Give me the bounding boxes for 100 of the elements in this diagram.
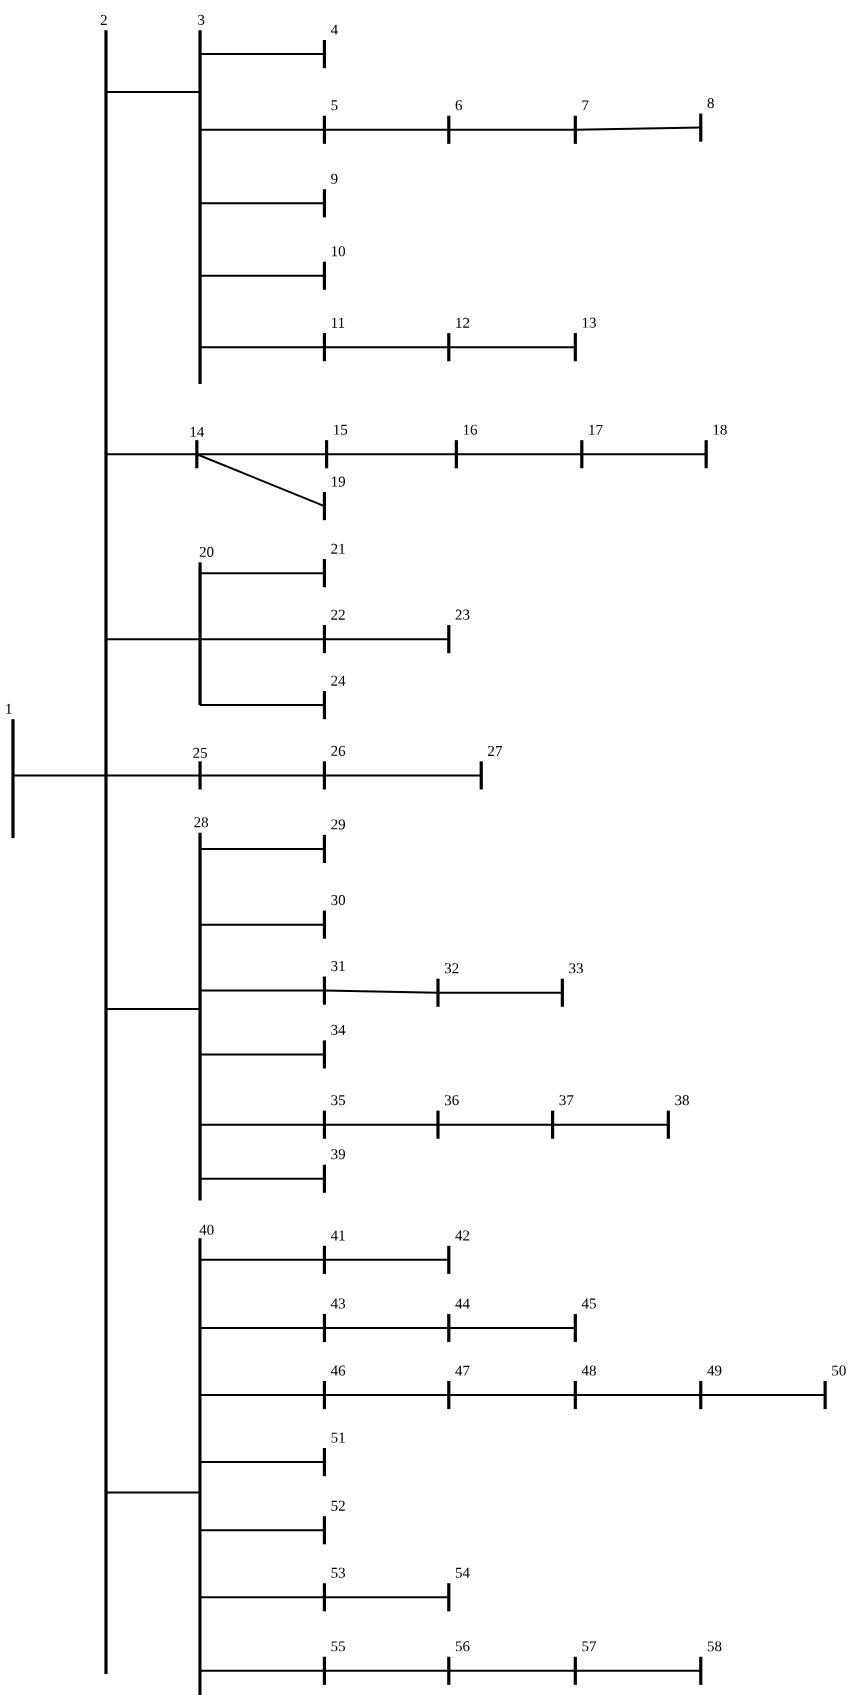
node-label: 42 — [455, 1230, 470, 1241]
node-label: 36 — [444, 1095, 459, 1106]
line — [105, 1491, 202, 1494]
line — [199, 1461, 326, 1464]
node-label: 3 — [198, 14, 205, 25]
bus-bar: 48 — [573, 1365, 596, 1410]
node-label: 38 — [675, 1095, 689, 1106]
node-label: 21 — [331, 543, 345, 554]
node-label: 58 — [707, 1641, 722, 1652]
node-label: 48 — [581, 1365, 596, 1376]
line — [199, 704, 326, 707]
line — [447, 1394, 577, 1397]
bus-bar: 37 — [551, 1095, 574, 1139]
bus-bar: 1 — [6, 703, 15, 839]
bus-bar: 13 — [573, 317, 596, 362]
line — [105, 453, 198, 456]
line — [195, 453, 328, 456]
line — [105, 90, 202, 93]
bus-bar: 8 — [699, 98, 714, 142]
line — [199, 774, 326, 777]
node-label: 25 — [193, 747, 207, 758]
node-label: 43 — [330, 1298, 346, 1309]
node-label: 11 — [331, 317, 345, 328]
line — [574, 1394, 702, 1397]
node-label: 51 — [331, 1432, 345, 1443]
bus-bar: 33 — [560, 963, 583, 1007]
bus-bar: 49 — [699, 1365, 722, 1410]
bus-bar: 7 — [573, 100, 589, 144]
node-label: 13 — [582, 317, 596, 328]
node-label: 34 — [331, 1024, 346, 1035]
line — [199, 1669, 326, 1672]
bus-bar: 36 — [436, 1095, 459, 1139]
bus-bar: 32 — [436, 963, 459, 1007]
bus-bar: 17 — [580, 424, 603, 469]
bus-bar: 44 — [447, 1298, 470, 1343]
node-label: 37 — [559, 1095, 574, 1106]
node-label: 55 — [331, 1641, 346, 1652]
line — [323, 989, 439, 994]
node-label: 16 — [463, 424, 478, 435]
line — [195, 453, 326, 508]
line — [199, 1394, 326, 1397]
line — [323, 774, 483, 777]
line — [105, 638, 202, 641]
node-label: 49 — [707, 1365, 722, 1376]
node-label: 52 — [331, 1500, 345, 1511]
bus-bar: 22 — [322, 609, 345, 654]
line — [580, 453, 708, 456]
node-label: 54 — [455, 1567, 470, 1578]
bus-bar: 3 — [198, 14, 205, 384]
line — [199, 572, 326, 575]
bus-bar: 20 — [198, 546, 214, 706]
line — [105, 774, 202, 777]
bus-bar: 15 — [325, 424, 348, 469]
line — [323, 1394, 450, 1397]
bus-bar: 52 — [322, 1500, 345, 1545]
line — [199, 202, 326, 205]
line — [199, 53, 326, 56]
bus-bar: 12 — [447, 317, 470, 362]
bus-bar: 51 — [322, 1432, 345, 1477]
node-label: 5 — [331, 100, 338, 111]
line — [323, 1327, 450, 1329]
bus-bar: 28 — [194, 817, 209, 1201]
node-label: 2 — [100, 14, 107, 25]
node-label: 10 — [331, 246, 346, 257]
bus-bar: 10 — [322, 246, 346, 290]
bus-bar: 38 — [666, 1095, 689, 1139]
node-label: 56 — [455, 1641, 470, 1652]
bus-bar: 58 — [699, 1641, 722, 1685]
node-label: 47 — [455, 1365, 470, 1376]
bus-bar: 39 — [322, 1149, 345, 1193]
node-label: 31 — [331, 961, 345, 972]
node-label: 39 — [331, 1149, 346, 1160]
bus-bar: 4 — [322, 24, 338, 69]
bus-bar: 27 — [479, 746, 502, 790]
bus-bar: 47 — [447, 1365, 470, 1410]
node-label: 24 — [331, 675, 346, 686]
line — [447, 128, 577, 131]
bus-bar: 2 — [100, 14, 108, 1675]
bus-bar: 21 — [322, 543, 345, 588]
node-label: 8 — [707, 98, 714, 109]
node-label: 27 — [488, 746, 502, 756]
line — [323, 1258, 450, 1261]
node-label: 32 — [444, 963, 459, 974]
node-label: 23 — [455, 609, 470, 620]
node-label: 26 — [331, 745, 346, 756]
bus-bar: 56 — [447, 1641, 470, 1685]
line — [574, 126, 702, 131]
bus-bar: 46 — [322, 1365, 346, 1410]
bus-bar: 9 — [322, 173, 338, 218]
bus-bar: 50 — [823, 1365, 846, 1410]
bus-bar: 18 — [704, 424, 727, 469]
line — [447, 346, 577, 349]
node-label: 33 — [569, 963, 583, 974]
line — [323, 346, 450, 349]
bus-bar: 43 — [322, 1298, 346, 1343]
node-label: 4 — [330, 24, 338, 35]
line — [199, 1596, 326, 1599]
bus-bar: 19 — [322, 476, 345, 521]
node-label: 50 — [832, 1365, 846, 1376]
bus-bar: 11 — [322, 317, 345, 362]
